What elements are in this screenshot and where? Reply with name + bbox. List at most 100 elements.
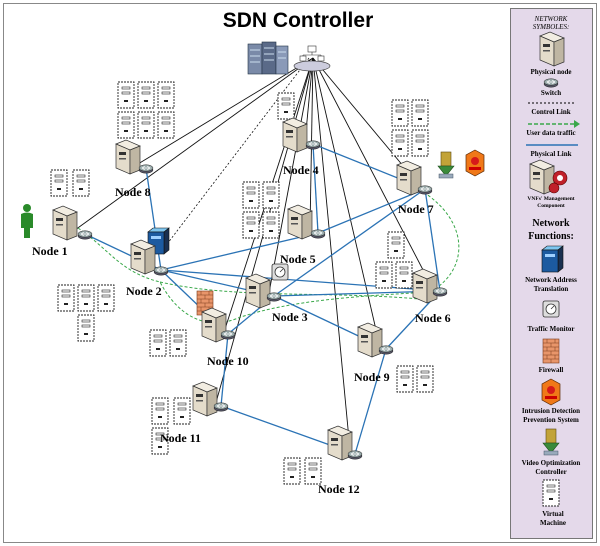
legend-user-data-traffic: User data traffic — [526, 129, 575, 137]
legend-header-line2: SYMBOLES: — [533, 23, 570, 31]
controller-switch-icon — [293, 45, 331, 72]
legend-firewall-icon — [542, 338, 560, 364]
nodes: Node 1 Node 2 Node 3 Node 4 Node 5 Node 6 Node… — [32, 117, 451, 496]
legend-video-opt-line1: Video Optimization — [522, 459, 581, 467]
control-link-n8 — [137, 57, 314, 165]
vnf-management-icon — [529, 159, 568, 195]
node-label: Node 6 — [415, 311, 451, 325]
diagram-frame — [3, 3, 597, 543]
node-label: Node 7 — [398, 202, 434, 216]
node-label: Node 12 — [318, 482, 360, 496]
physical-link-n3-n7 — [273, 188, 426, 297]
switch-icon — [378, 345, 394, 355]
legend-traffic-monitor: Traffic Monitor — [527, 325, 574, 333]
node-n9[interactable]: Node 9 — [354, 322, 394, 384]
physical-link-n10-n11 — [220, 333, 229, 407]
user-traffic-curve-2 — [159, 281, 431, 301]
legend-vm-line2: Machine — [540, 519, 566, 527]
node-n5[interactable]: Node 5 — [280, 204, 326, 266]
switch-icon — [77, 230, 93, 240]
node-label: Node 5 — [280, 252, 316, 266]
legend-nat-icon — [541, 245, 564, 273]
legend: NETWORK SYMBOLES: Physical node Switch C… — [522, 15, 581, 527]
physical-link-n2-n5 — [160, 232, 319, 271]
node-n12[interactable]: Node 12 — [318, 425, 363, 496]
legend-vnf-mgmt-line1: VNFs' Management — [527, 196, 574, 202]
legend-nat-line1: Network Address — [525, 276, 577, 284]
node-n10[interactable]: Node 10 — [201, 307, 249, 368]
switch-icon — [432, 287, 448, 297]
physical-link-n2-n6 — [160, 269, 441, 292]
physical-node-icon — [245, 273, 271, 309]
switch-icon — [417, 185, 433, 195]
switch-icon — [138, 164, 154, 174]
physical-node-icon — [115, 139, 141, 175]
legend-video-opt-line2: Controller — [535, 468, 566, 476]
physical-node-icon — [192, 381, 218, 417]
node-label: Node 8 — [115, 185, 151, 199]
physical-node-icon — [412, 268, 438, 304]
control-link-n12 — [312, 57, 351, 451]
legend-arrow-icon — [574, 120, 580, 128]
physical-link-n9-n12 — [354, 348, 387, 455]
legend-physical-node: Physical node — [530, 68, 571, 76]
physical-node-icon — [282, 117, 308, 153]
traffic-monitor-icon — [271, 263, 289, 281]
control-link-n6 — [312, 57, 436, 294]
node-n2[interactable]: Node 2 — [126, 239, 169, 298]
switch-icon — [305, 140, 321, 150]
node-label: Node 10 — [207, 354, 249, 368]
node-n1[interactable]: Node 1 — [32, 205, 93, 258]
switch-icon — [266, 292, 282, 302]
switch-icon — [220, 330, 236, 340]
legend-traffic-monitor-icon — [542, 300, 560, 318]
legend-vnf-mgmt-line2: Component — [537, 203, 565, 209]
legend-switch-icon — [543, 78, 559, 88]
node-label: Node 1 — [32, 244, 68, 258]
user-traffic-curve — [77, 189, 460, 324]
legend-nat-line2: Translation — [534, 285, 569, 293]
node-label: Node 4 — [283, 163, 319, 177]
idps-icon — [465, 149, 485, 177]
control-link-n9 — [312, 57, 381, 348]
control-link-dotted-n2 — [160, 57, 310, 253]
legend-functions-header-line1: Network — [532, 218, 570, 229]
node-label: Node 3 — [272, 310, 308, 324]
legend-vm-line1: Virtual — [542, 510, 564, 518]
legend-idps-line2: Prevention System — [523, 416, 579, 424]
physical-link-n7-n6 — [424, 188, 441, 292]
physical-link-n4-n5 — [312, 143, 319, 234]
switch-icon — [153, 266, 169, 276]
legend-physical-node-icon — [539, 31, 565, 67]
legend-header-line1: NETWORK — [534, 15, 568, 23]
node-label: Node 9 — [354, 370, 390, 384]
physical-node-icon — [52, 205, 78, 241]
physical-node-icon — [287, 204, 313, 240]
sdn-controller — [247, 41, 289, 75]
legend-idps-line1: Intrusion Detection — [522, 407, 580, 415]
physical-node-icon — [357, 322, 383, 358]
physical-link-n3-n6 — [273, 290, 441, 297]
node-label: Node 11 — [160, 431, 201, 445]
legend-switch: Switch — [541, 89, 561, 97]
node-n4[interactable]: Node 4 — [282, 117, 321, 177]
switch-icon — [347, 450, 363, 460]
switch-icon — [213, 402, 229, 412]
page-title: SDN Controller — [223, 9, 374, 32]
node-n6[interactable]: Node 6 — [412, 268, 451, 325]
physical-node-icon — [396, 160, 422, 196]
node-n11[interactable]: Node 11 — [160, 381, 229, 445]
node-n8[interactable]: Node 8 — [115, 139, 154, 199]
legend-vm-icon — [542, 479, 560, 507]
legend-idps-icon — [541, 378, 561, 406]
legend-control-link: Control Link — [531, 108, 570, 116]
legend-physical-link: Physical Link — [530, 150, 571, 158]
switch-icon — [310, 229, 326, 239]
node-label: Node 2 — [126, 284, 162, 298]
control-link-n3 — [267, 57, 314, 299]
node-n7[interactable]: Node 7 — [396, 160, 434, 216]
legend-firewall: Firewall — [539, 366, 564, 374]
control-link-n1 — [74, 57, 314, 231]
node-n3[interactable]: Node 3 — [245, 273, 308, 324]
